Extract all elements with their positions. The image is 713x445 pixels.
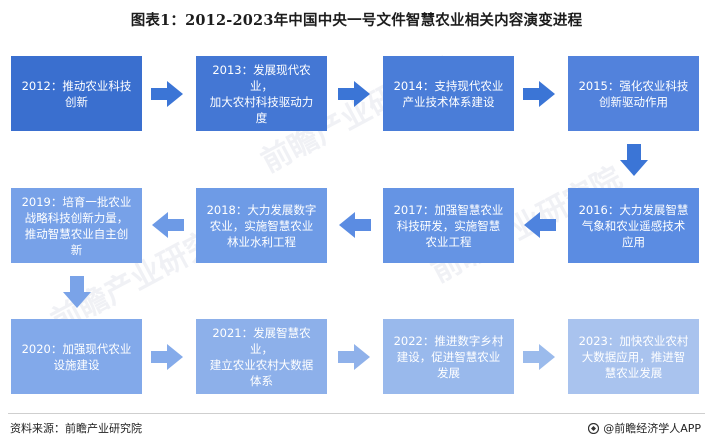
arrow-right-icon — [338, 81, 370, 107]
arrow-down-icon — [63, 276, 91, 308]
node-2016: 2016：大力发展智慧 气象和农业遥感技术 应用 — [568, 188, 699, 263]
node-2019: 2019：培育一批农业 战略科技创新力量， 推动智慧农业自主创 新 — [11, 188, 142, 263]
brand-text: @前瞻经济学人APP — [603, 422, 701, 435]
arrow-left-icon — [152, 212, 184, 238]
source-note: 资料来源：前瞻产业研究院 — [10, 422, 142, 435]
node-2023: 2023：加快农业农村 大数据应用，推进智 慧农业发展 — [568, 319, 699, 394]
node-2018: 2018：大力发展数字 农业，实施智慧农业 林业水利工程 — [196, 188, 327, 263]
node-2013: 2013：发展现代农业， 加大农村科技驱动力 度 — [196, 56, 327, 131]
arrow-left-icon — [524, 212, 556, 238]
chart-title: 图表1：2012-2023年中国中央一号文件智慧农业相关内容演变进程 — [130, 12, 583, 29]
arrow-right-icon — [151, 81, 183, 107]
arrow-down-icon — [620, 144, 648, 176]
arrow-left-icon — [339, 212, 371, 238]
node-2015: 2015：强化农业科技 创新驱动作用 — [568, 56, 699, 131]
arrow-right-icon — [338, 344, 370, 370]
arrow-right-icon — [523, 344, 555, 370]
qianzhan-logo-icon — [588, 422, 600, 434]
node-2014: 2014：支持现代农业 产业技术体系建设 — [383, 56, 514, 131]
brand-credit: @前瞻经济学人APP — [588, 420, 701, 436]
node-2021: 2021：发展智慧农业， 建立农业农村大数据 体系 — [196, 319, 327, 394]
arrow-right-icon — [523, 81, 555, 107]
arrow-right-icon — [151, 344, 183, 370]
node-2012: 2012：推动农业科技 创新 — [11, 56, 142, 131]
node-2020: 2020：加强现代农业 设施建设 — [11, 319, 142, 394]
node-2017: 2017：加强智慧农业 科技研发，实施智慧 农业工程 — [383, 188, 514, 263]
node-2022: 2022：推进数字乡村 建设，促进智慧农业 发展 — [383, 319, 514, 394]
footer-divider — [8, 413, 705, 414]
